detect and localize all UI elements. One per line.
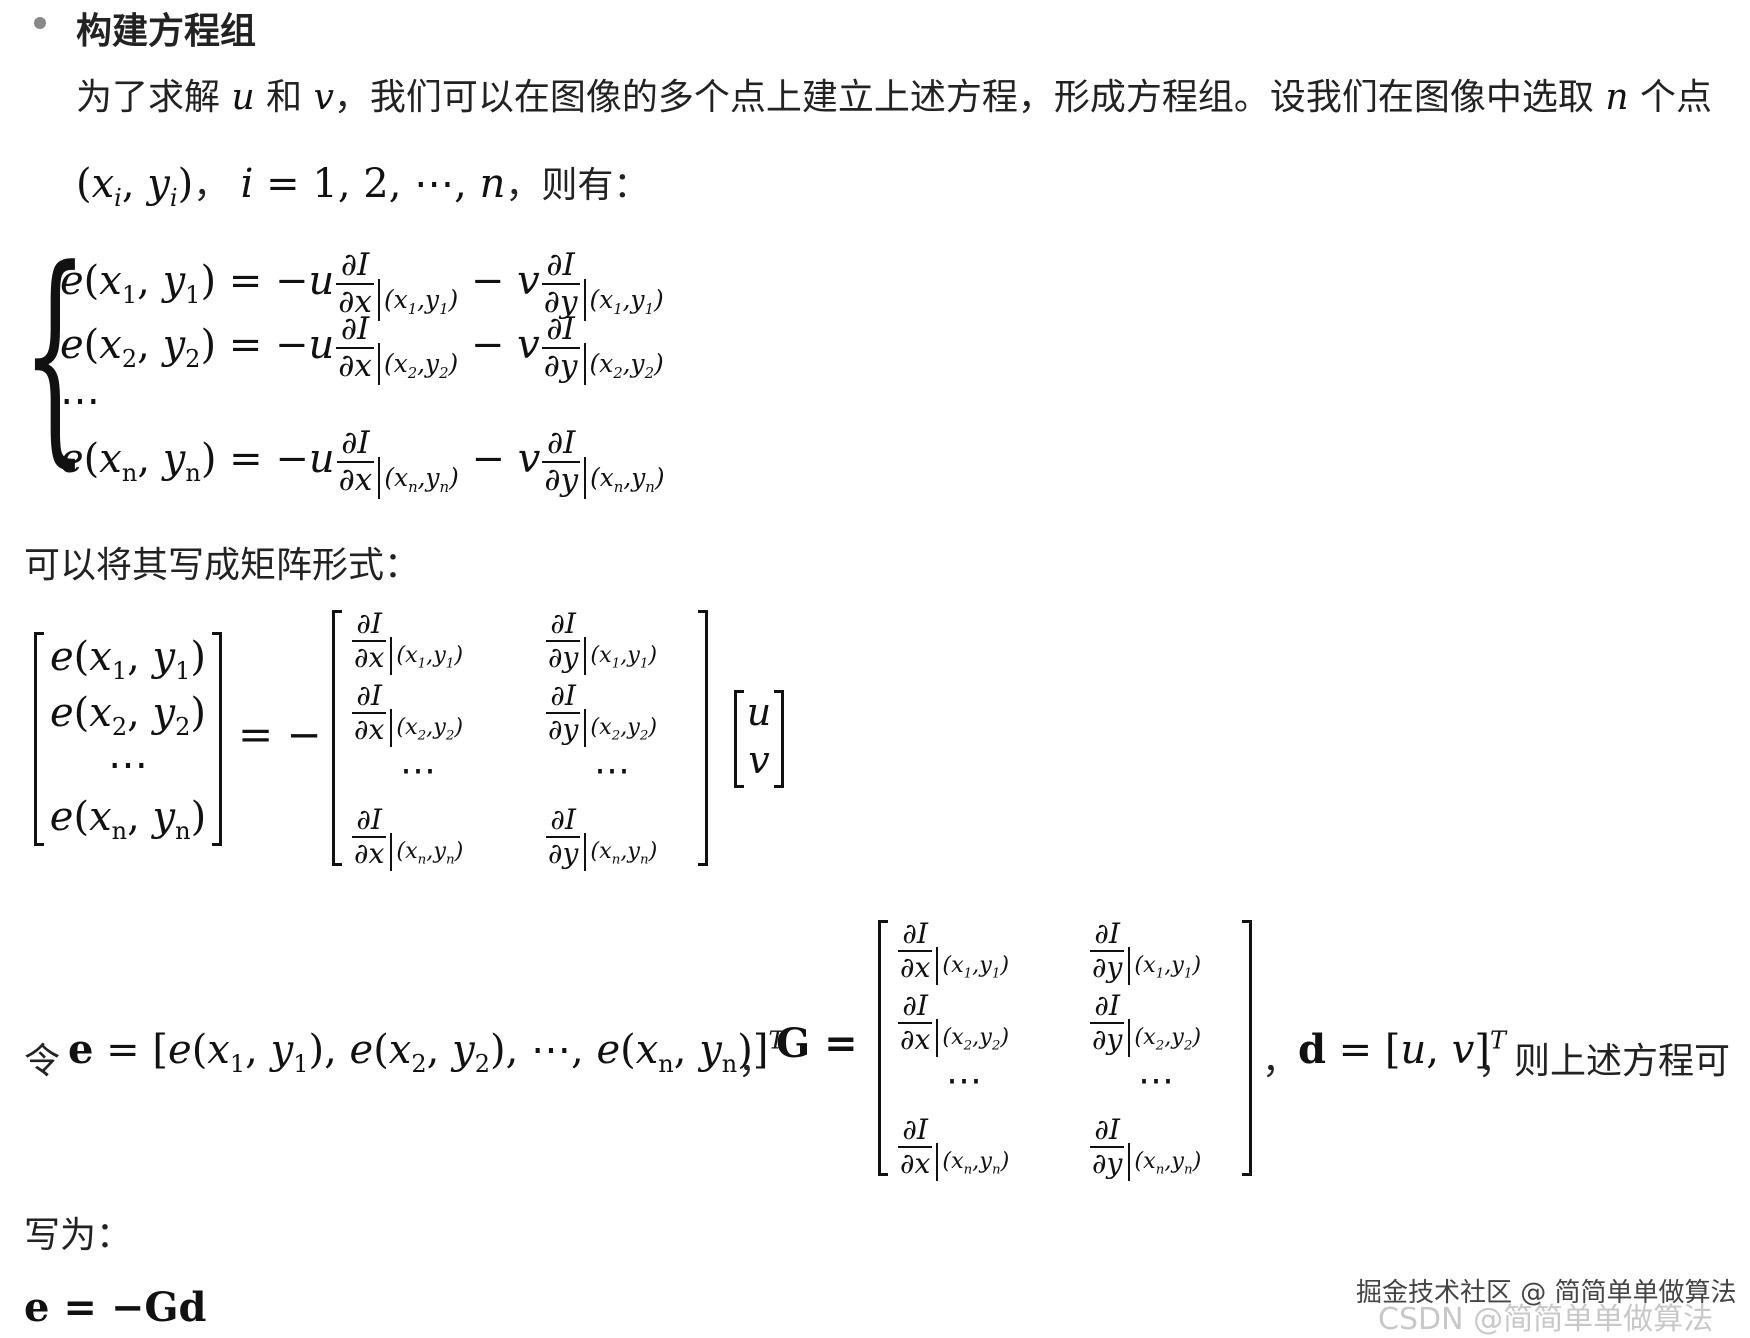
- matrix-equals-minus: = −: [238, 710, 322, 759]
- intro-and: 和: [266, 77, 303, 118]
- g-matrix: ∂I∂x(x1,y1) ∂I∂y(x1,y1) ∂I∂x(x2,y2) ∂I∂y…: [878, 919, 1252, 1182]
- system-row-1: e(x1, y1) = −u∂I∂x(x1,y1) − v∂I∂y(x1,y1): [60, 247, 664, 321]
- def-tail: ，则上述方程可: [1478, 1041, 1731, 1082]
- intro-line-1: 为了求解 u 和 v，我们可以在图像的多个点上建立上述方程，形成方程组。设我们在…: [76, 68, 1712, 120]
- var-n: n: [1605, 77, 1629, 118]
- var-v: v: [313, 77, 334, 118]
- intro-text-2: ，我们可以在图像的多个点上建立上述方程，形成方程组。设我们在图像中选取: [333, 77, 1594, 118]
- bullet-icon: [34, 17, 46, 29]
- def-comma-1: ，: [738, 1041, 775, 1082]
- g-definition: G =: [776, 1020, 858, 1067]
- def-comma-2: ，: [1262, 1041, 1299, 1082]
- intro-text-3: 个点: [1640, 77, 1713, 118]
- watermark-juejin: 掘金技术社区 @ 简简单单做算法: [1356, 1278, 1737, 1308]
- intro-text-1: 为了求解: [76, 77, 221, 118]
- lhs-vector: e(x1, y1) e(x2, y2) ⋯ e(xn, yn): [34, 632, 222, 846]
- intro-line-2: (xi, yi)， i = 1, 2, ⋯, n，则有：: [76, 156, 650, 212]
- d-definition: d = [u, v]T: [1298, 1026, 1506, 1073]
- section-heading: 构建方程组: [76, 11, 257, 52]
- left-brace: {: [22, 221, 88, 488]
- e-definition: e = [e(x1, y1), e(x2, y2), ⋯, e(xn, yn)]…: [68, 1026, 785, 1078]
- intro-text-4: ，则有：: [505, 165, 650, 206]
- watermark-csdn: CSDN @简简单单做算法: [1378, 1302, 1714, 1337]
- let-word: 令: [24, 1041, 61, 1082]
- uv-vector: u v: [734, 690, 784, 788]
- system-row-dots: ⋯: [60, 378, 100, 424]
- var-u: u: [231, 77, 255, 118]
- final-equation: e = −Gd: [24, 1284, 207, 1331]
- matrix-intro: 可以将其写成矩阵形式：: [24, 545, 421, 586]
- intro-sep: ，: [193, 165, 230, 206]
- system-row-n: e(xn, yn) = −u∂I∂x(xn,yn) − v∂I∂y(xn,yn): [60, 425, 665, 499]
- write-as: 写为：: [24, 1215, 133, 1256]
- index-expr: i = 1, 2, ⋯, n: [240, 161, 506, 207]
- jacobian-matrix: ∂I∂x(x1,y1) ∂I∂y(x1,y1) ∂I∂x(x2,y2) ∂I∂y…: [332, 609, 708, 872]
- system-row-2: e(x2, y2) = −u∂I∂x(x2,y2) − v∂I∂y(x2,y2): [60, 311, 664, 385]
- points-expr: (xi, yi): [76, 161, 194, 212]
